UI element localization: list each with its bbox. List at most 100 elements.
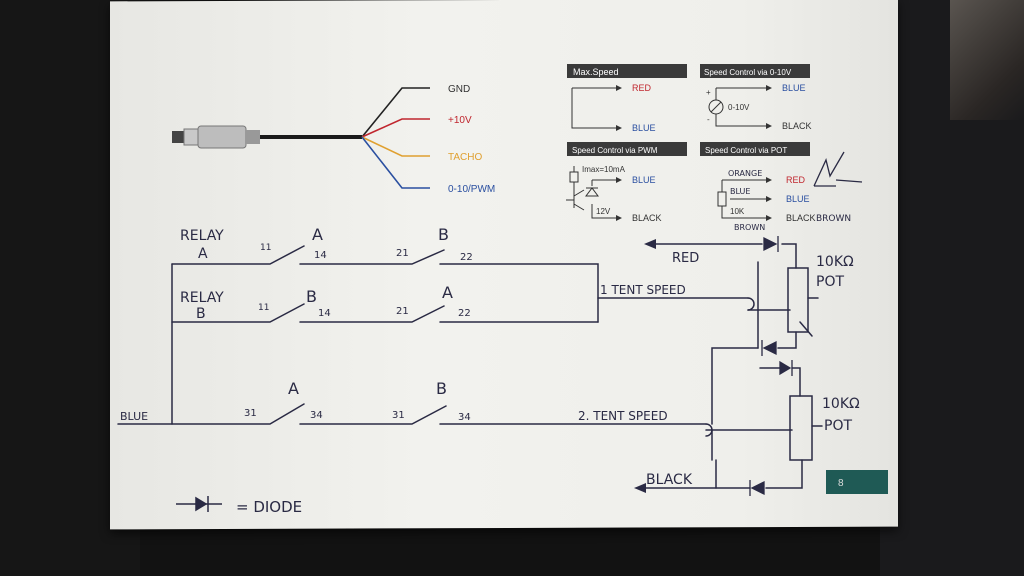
speed-pwm-resistor bbox=[569, 171, 579, 183]
diode-mid-2 bbox=[779, 360, 792, 376]
wire-gnd bbox=[361, 87, 430, 138]
speed-010v-blue: BLUE bbox=[782, 83, 806, 93]
term-11a: 11 bbox=[260, 243, 271, 253]
black-output-label: BLACK bbox=[646, 472, 693, 488]
max-speed-lines bbox=[571, 87, 620, 129]
term-21b: 21 bbox=[396, 306, 409, 317]
wire-label-gnd: GND bbox=[448, 84, 470, 95]
page-number-tab bbox=[826, 470, 888, 494]
relay-circuit-wires bbox=[117, 243, 823, 489]
wire-10v bbox=[361, 118, 430, 138]
red-arrow bbox=[644, 239, 656, 249]
term-31b: 31 bbox=[392, 410, 405, 421]
speed-010v-title: Speed Control via 0-10V bbox=[704, 68, 792, 77]
term-14a: 14 bbox=[314, 250, 327, 261]
diode-black bbox=[750, 480, 765, 496]
black-arrow bbox=[634, 483, 646, 493]
speed-pot-red: RED bbox=[786, 175, 806, 185]
speed-pwm-lines bbox=[573, 166, 620, 219]
speed-010v-voltage: 0-10V bbox=[728, 103, 750, 112]
diode-red bbox=[763, 236, 778, 252]
relay-a-letter: A bbox=[198, 246, 208, 262]
pot2-label: POT bbox=[824, 418, 852, 434]
red-output-label: RED bbox=[672, 251, 699, 266]
term-21a: 21 bbox=[396, 248, 409, 259]
speed-010v-source-slash bbox=[710, 101, 722, 113]
speed-pot-brown-note2: BROWN bbox=[734, 223, 765, 232]
diodes bbox=[749, 236, 793, 496]
max-speed-red: RED bbox=[632, 83, 652, 93]
pot1-label: POT bbox=[816, 274, 844, 290]
max-speed-arrows bbox=[616, 85, 622, 131]
pot-scribble-mark bbox=[813, 151, 863, 187]
page-number: 8 bbox=[838, 478, 844, 489]
switch-a1: A bbox=[312, 225, 323, 244]
speed-pwm-title: Speed Control via PWM bbox=[572, 146, 658, 155]
speed-pot-resistor bbox=[717, 191, 727, 207]
term-34b: 34 bbox=[458, 412, 471, 423]
relay-a-label: RELAY bbox=[180, 228, 224, 244]
connector-cable bbox=[172, 87, 430, 189]
jack-sleeve bbox=[183, 128, 199, 146]
switch-b2: B bbox=[306, 287, 317, 306]
speed-010v-plus: + bbox=[706, 88, 711, 97]
speed-pwm-imax: Imax=10mA bbox=[582, 165, 626, 174]
wire-tacho bbox=[361, 136, 430, 157]
jack-tip bbox=[172, 131, 184, 143]
speed-pot-orange-note: ORANGE bbox=[728, 169, 762, 178]
pot2-value: 10KΩ bbox=[822, 396, 860, 412]
max-speed-blue: BLUE bbox=[632, 123, 656, 133]
switch-a3: A bbox=[288, 379, 299, 398]
speed-pot-blue: BLUE bbox=[786, 194, 810, 204]
switch-b1: B bbox=[438, 225, 449, 244]
speed-pot-brown-note: BROWN bbox=[816, 214, 851, 224]
term-22b: 22 bbox=[458, 308, 471, 319]
tent-speed-1-label: 1 TENT SPEED bbox=[600, 283, 686, 297]
wire-label-10v: +10V bbox=[448, 115, 472, 126]
speed-pot-black: BLACK bbox=[786, 213, 816, 223]
wire-label-tacho: TACHO bbox=[448, 152, 482, 163]
switch-b3: B bbox=[436, 379, 447, 398]
speed-pwm-black: BLACK bbox=[632, 213, 662, 223]
tent-speed-2-label: 2. TENT SPEED bbox=[578, 409, 668, 423]
diode-mid-1 bbox=[762, 340, 777, 356]
term-31a: 31 bbox=[244, 408, 257, 419]
speed-pot-10k: 10K bbox=[730, 207, 745, 216]
pot1-value: 10KΩ bbox=[816, 254, 854, 270]
term-11b: 11 bbox=[258, 303, 269, 313]
term-14b: 14 bbox=[318, 308, 331, 319]
jack-body bbox=[197, 125, 247, 149]
legend-diode-symbol bbox=[176, 496, 222, 512]
speed-pwm-blue: BLUE bbox=[632, 175, 656, 185]
speed-pwm-zener bbox=[585, 187, 599, 197]
max-speed-header bbox=[567, 64, 687, 78]
jack-strain-relief bbox=[246, 130, 260, 144]
speed-pot-title: Speed Control via POT bbox=[705, 146, 787, 155]
speed-pot-lines bbox=[721, 179, 770, 219]
speed-010v-minus: - bbox=[707, 115, 710, 124]
relay-b-letter: B bbox=[196, 306, 206, 322]
blue-label: BLUE bbox=[120, 410, 148, 423]
wire-label-pwm: 0-10/PWM bbox=[448, 184, 495, 195]
term-34a: 34 bbox=[310, 410, 323, 421]
term-22a: 22 bbox=[460, 252, 473, 263]
wire-pwm bbox=[361, 136, 430, 189]
max-speed-title: Max.Speed bbox=[573, 67, 619, 77]
speed-pwm-transistor bbox=[566, 189, 585, 211]
switch-a2: A bbox=[442, 283, 453, 302]
speed-010v-header bbox=[700, 64, 810, 78]
speed-pwm-arrows bbox=[616, 177, 622, 221]
speed-pwm-header bbox=[567, 142, 687, 156]
speed-pot-header bbox=[700, 142, 810, 156]
background-corner bbox=[950, 0, 1024, 120]
speed-pot-arrows bbox=[766, 177, 772, 221]
speed-010v-source bbox=[708, 99, 724, 115]
speed-010v-arrows bbox=[766, 85, 772, 129]
speed-010v-lines bbox=[715, 87, 770, 127]
speed-010v-black: BLACK bbox=[782, 121, 812, 131]
speed-pot-blue-note: BLUE bbox=[730, 187, 750, 196]
diode-legend-label: = DIODE bbox=[236, 498, 302, 516]
speed-pwm-12v: 12V bbox=[596, 207, 611, 216]
relay-b-label: RELAY bbox=[180, 290, 224, 306]
